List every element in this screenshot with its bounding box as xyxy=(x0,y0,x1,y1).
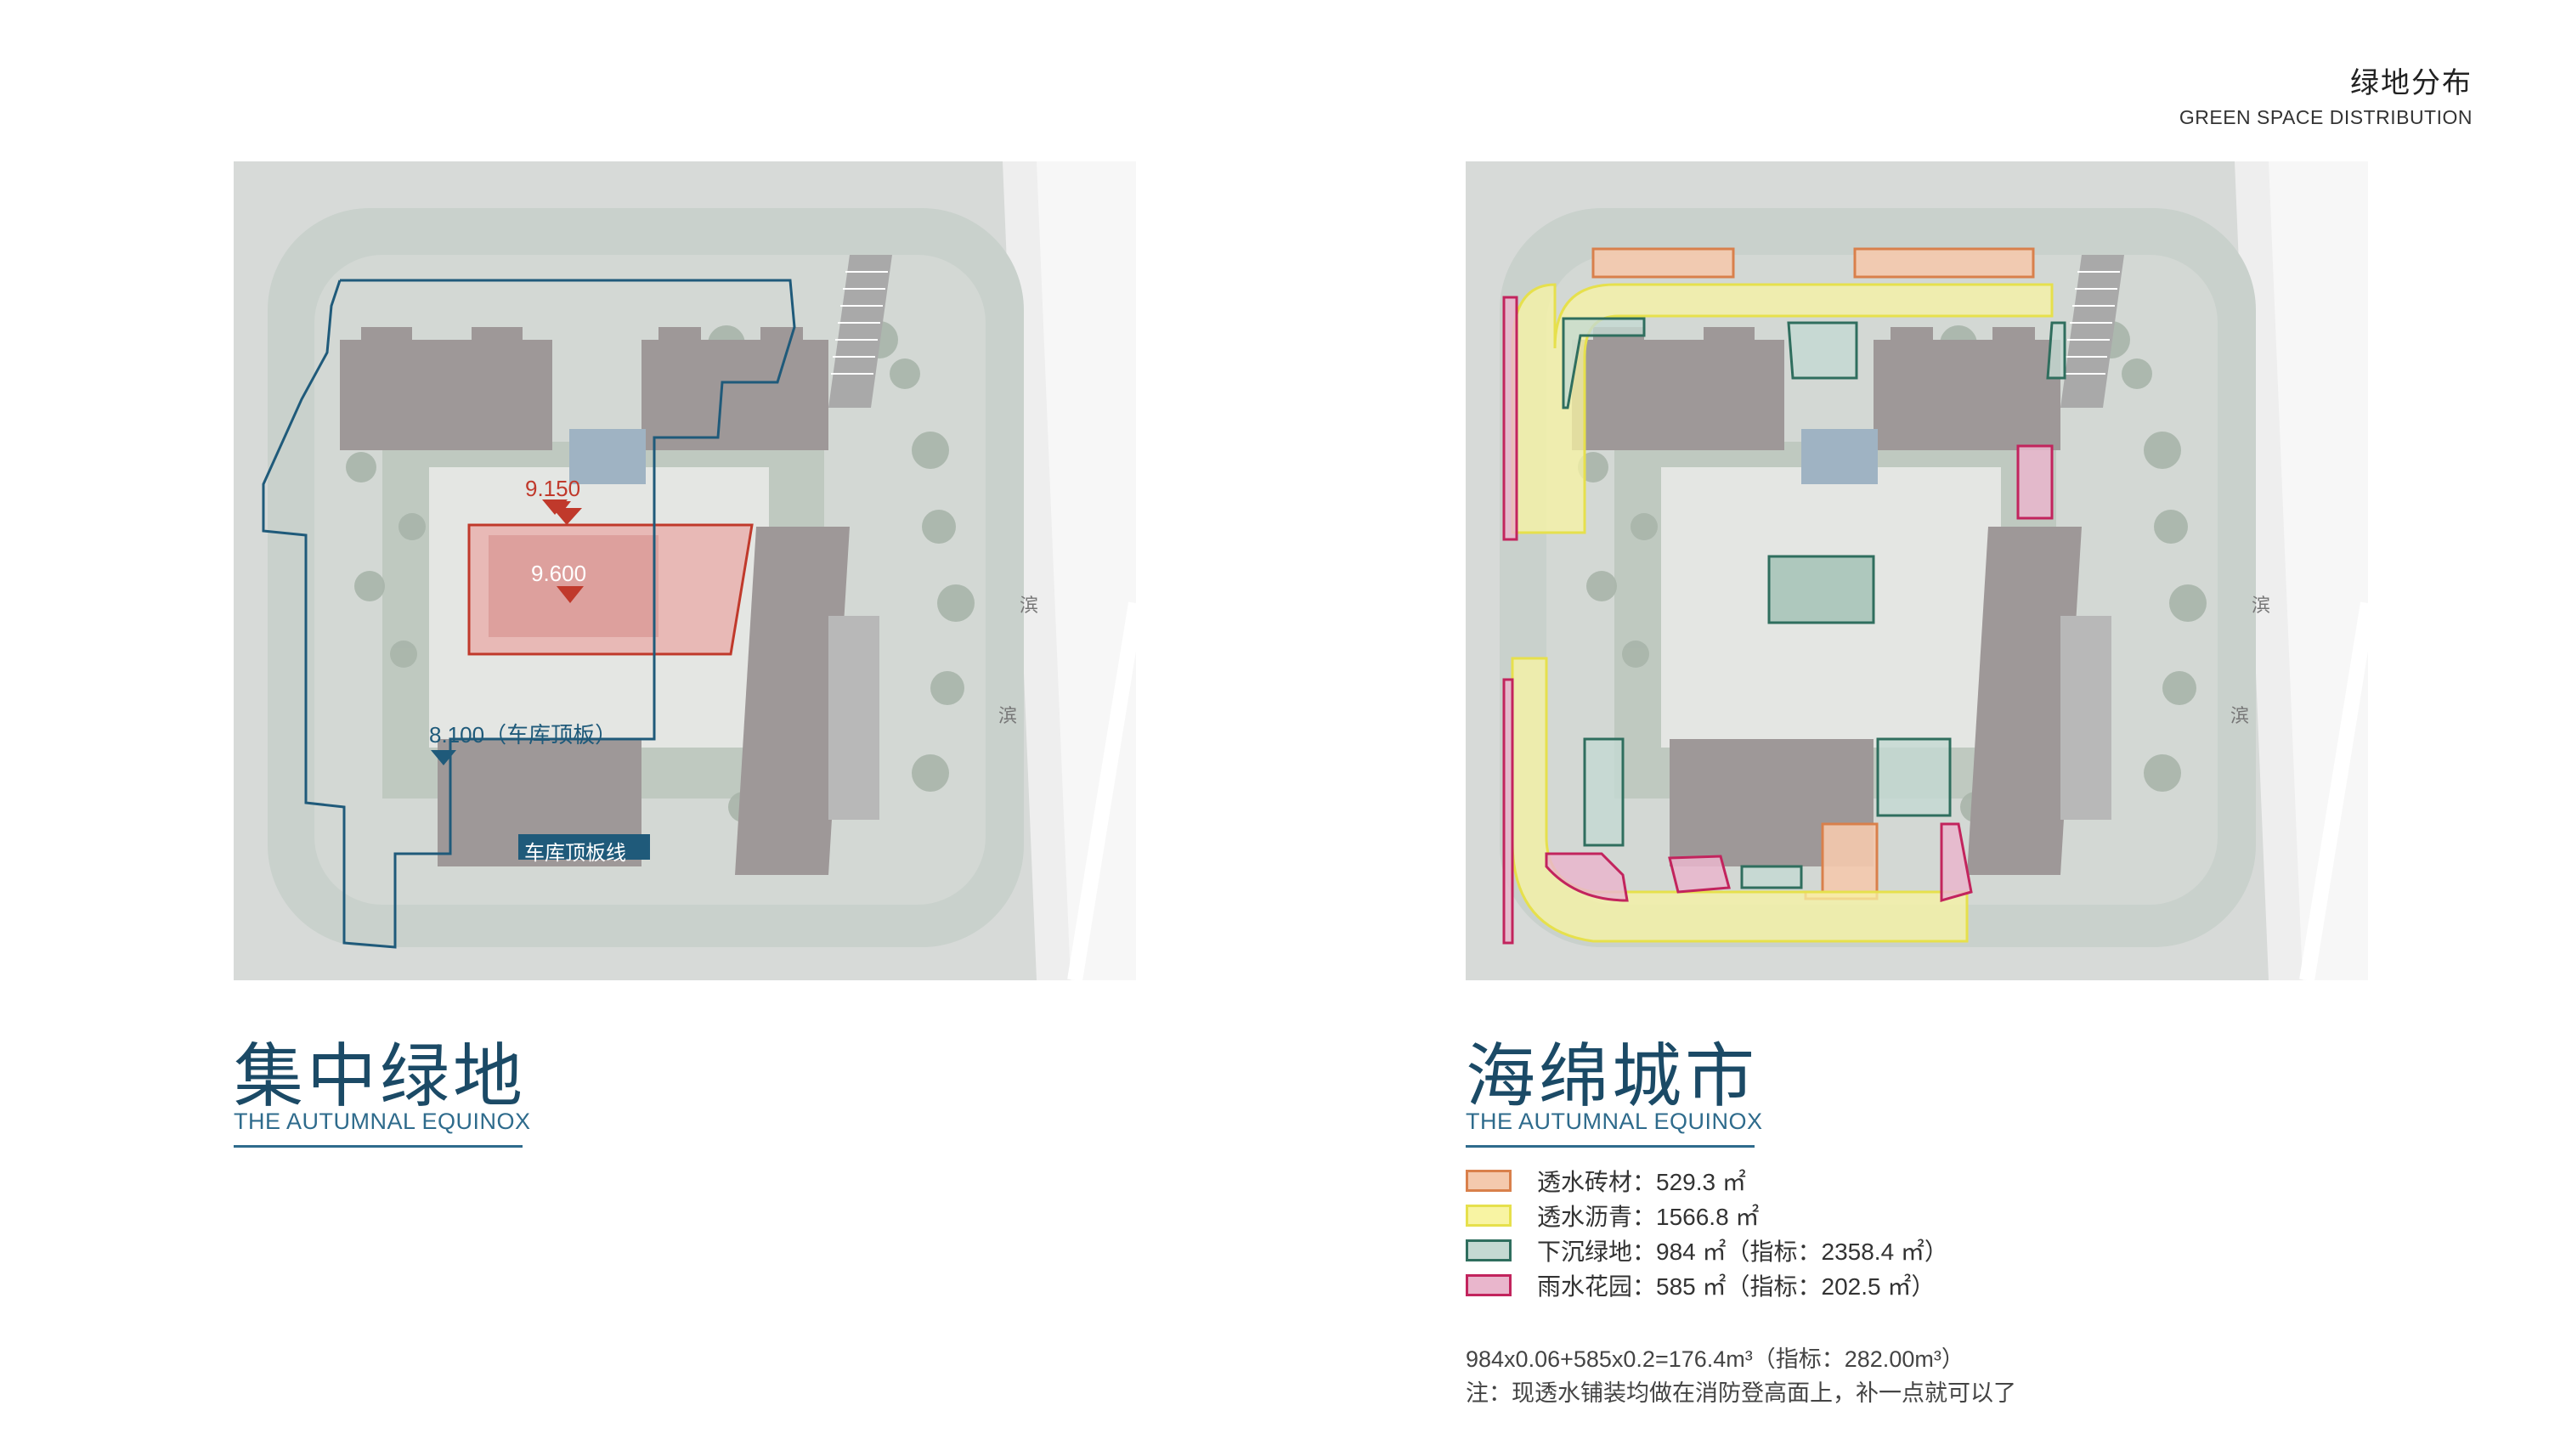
legend-item-permeable-brick: 透水砖材：529.3 ㎡ xyxy=(1466,1166,1746,1195)
page-header: 绿地分布 GREEN SPACE DISTRIBUTION xyxy=(2179,59,2473,129)
legend-item-sunken-green: 下沉绿地：984 ㎡（指标：2358.4 ㎡） xyxy=(1466,1236,1948,1265)
right-title-en: THE AUTUMNAL EQUINOX xyxy=(1466,1109,1763,1134)
legend-label: 透水砖材：529.3 ㎡ xyxy=(1537,1169,1746,1195)
legend-swatch xyxy=(1466,1170,1512,1192)
road-label-2: 滨 xyxy=(998,705,1018,726)
legend-label: 下沉绿地：984 ㎡（指标：2358.4 ㎡） xyxy=(1537,1239,1948,1265)
left-title-cn: 集中绿地 xyxy=(234,1036,527,1117)
elevation-label-8100: 8.100（车库顶板） xyxy=(429,722,618,748)
road-label-2: 滨 xyxy=(2230,705,2250,726)
elevation-label-9150: 9.150 xyxy=(525,476,581,501)
garage-roof-line-label: 车库顶板线 xyxy=(524,842,626,865)
road-label: 滨 xyxy=(2252,595,2271,616)
legend-label: 雨水花园：585 ㎡（指标：202.5 ㎡） xyxy=(1537,1273,1936,1300)
legend-swatch xyxy=(1466,1205,1512,1227)
left-title-rule xyxy=(234,1145,523,1148)
legend-label: 透水沥青：1566.8 ㎡ xyxy=(1537,1204,1760,1230)
footnote: 注：现透水铺装均做在消防登高面上，补一点就可以了 xyxy=(1466,1380,2016,1406)
legend-swatch xyxy=(1466,1274,1512,1296)
road-label: 滨 xyxy=(1020,595,1039,616)
legend-item-rain-garden: 雨水花园：585 ㎡（指标：202.5 ㎡） xyxy=(1466,1271,1935,1300)
left-site-plan-drawing xyxy=(234,161,1136,980)
right-title-rule xyxy=(1466,1145,1755,1148)
right-title-cn: 海绵城市 xyxy=(1466,1036,1759,1117)
header-title-cn: 绿地分布 xyxy=(2350,67,2473,99)
header-title-en: GREEN SPACE DISTRIBUTION xyxy=(2179,106,2473,128)
volume-formula: 984x0.06+585x0.2=176.4m³（指标：282.00m³） xyxy=(1466,1346,1964,1372)
legend-item-permeable-asphalt: 透水沥青：1566.8 ㎡ xyxy=(1466,1201,1759,1230)
left-title-en: THE AUTUMNAL EQUINOX xyxy=(234,1109,531,1134)
legend-swatch xyxy=(1466,1239,1512,1261)
elevation-label-9600: 9.600 xyxy=(531,561,587,586)
right-site-plan-drawing xyxy=(1466,161,2368,980)
right-site-plan: 滨 滨 xyxy=(1466,161,2368,980)
left-site-plan: 9.150 9.600 8.100（车库顶板） 车库顶板线 滨 滨 xyxy=(234,161,1136,980)
